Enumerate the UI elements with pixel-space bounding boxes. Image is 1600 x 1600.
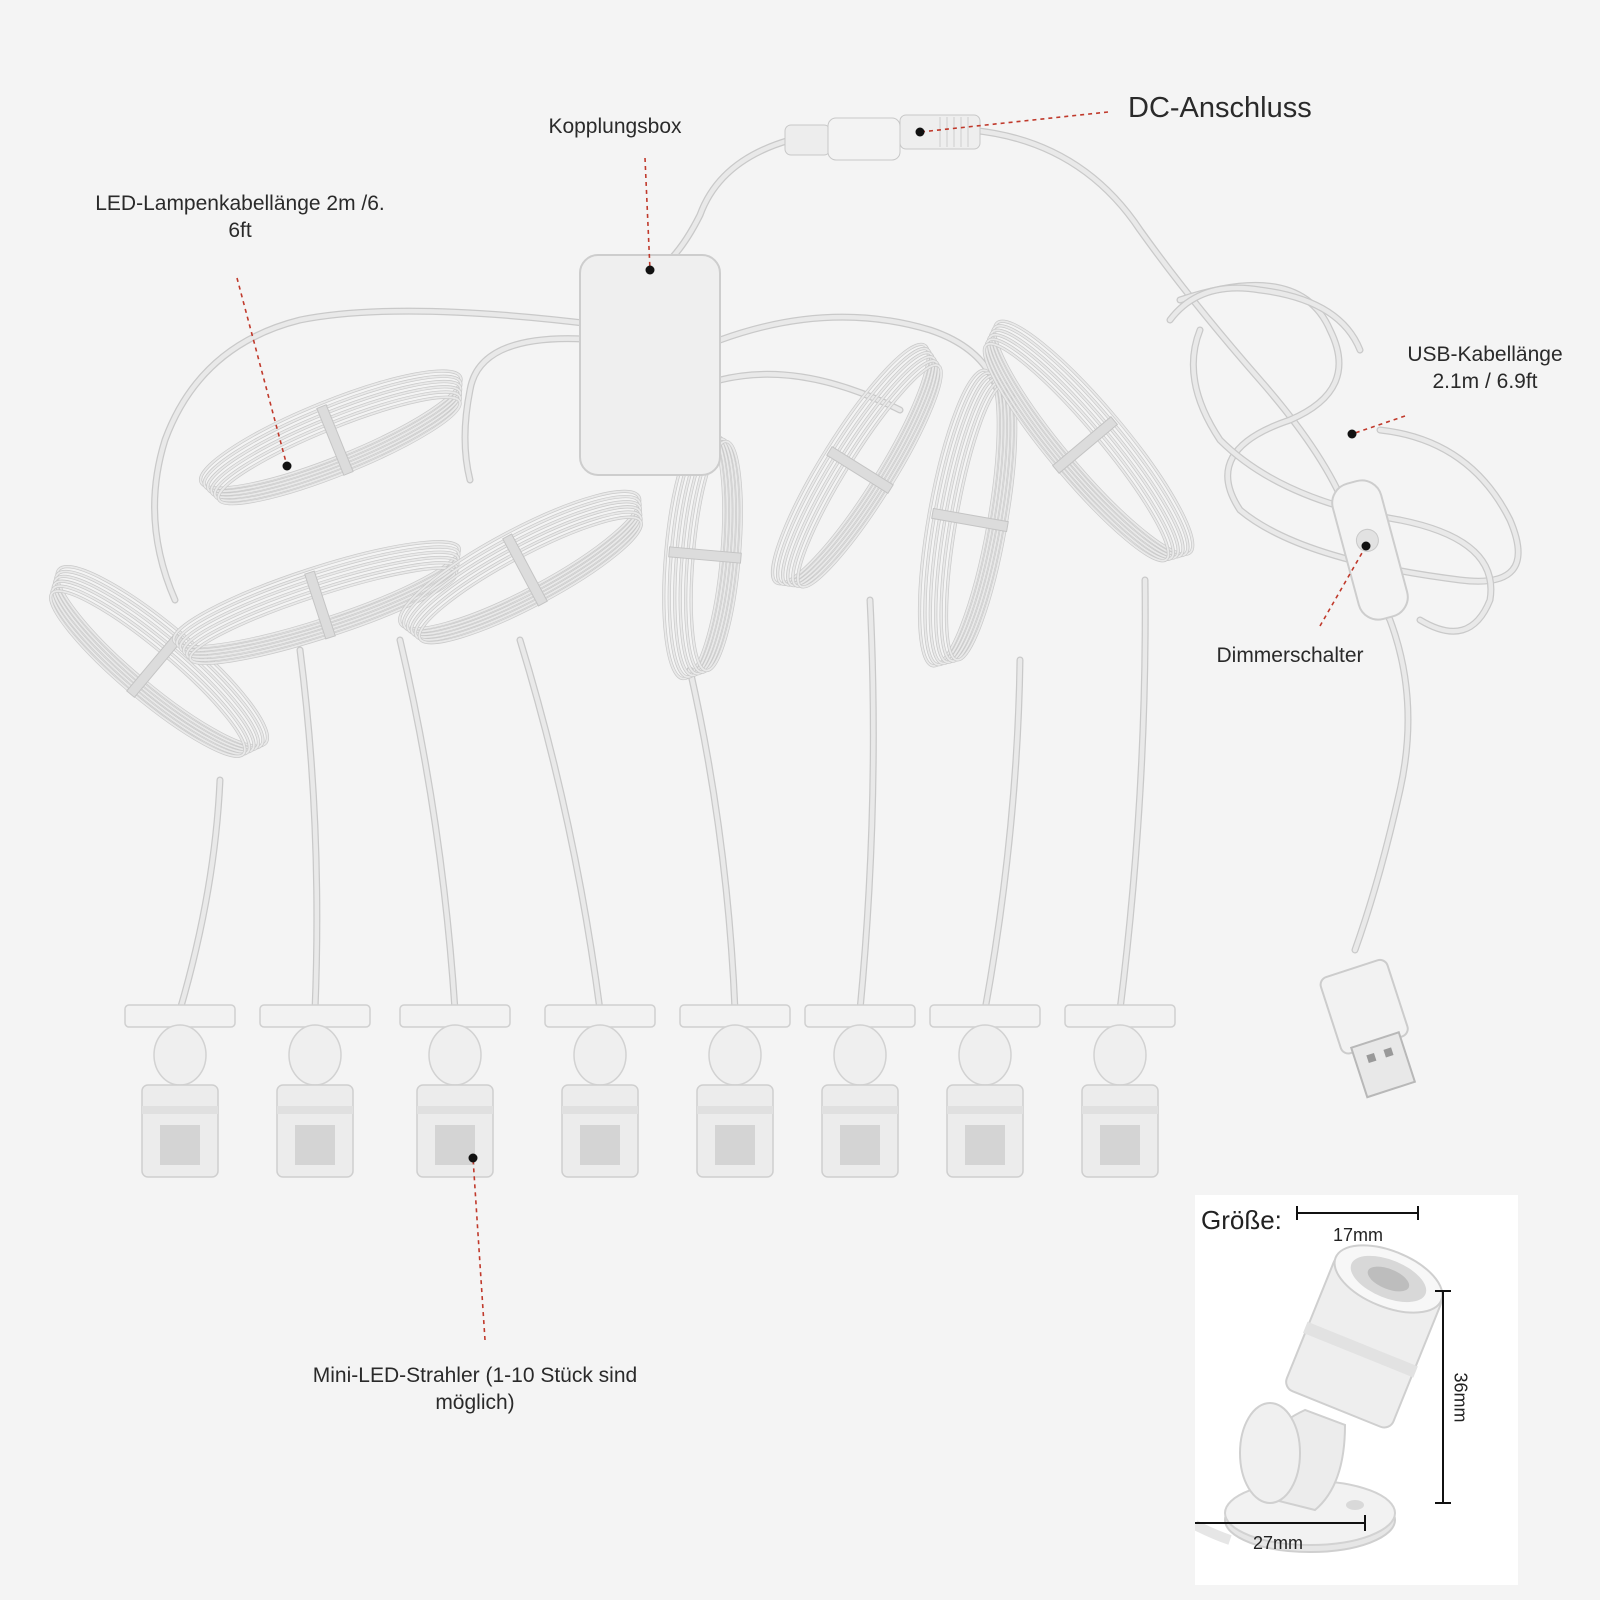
mini-led-spotlight-icon	[1195, 1244, 1444, 1553]
height-dimension: 36mm	[1450, 1372, 1471, 1423]
lamp-cable-leader	[236, 277, 288, 467]
usb-cable-length-line1: USB-Kabellänge	[1407, 343, 1563, 366]
mini-led-spotlight-6	[804, 1004, 916, 1178]
base-width-dimension: 27mm	[1253, 1533, 1304, 1553]
mini-led-spotlight-line1: Mini-LED-Strahler (1-10 Stück sind	[312, 1364, 638, 1387]
size-title: Größe:	[1201, 1205, 1282, 1235]
dc-connector-leader-dot	[915, 127, 925, 137]
spotlight-leader	[472, 1157, 486, 1341]
lamp-cable-coil-4	[398, 489, 643, 645]
dc-connector-icon	[784, 114, 981, 161]
usb-cable-length-label: USB-Kabellänge 2.1m / 6.9ft	[1385, 341, 1585, 395]
lamp-cable-4	[516, 636, 604, 1014]
dimmer-switch-label: Dimmerschalter	[1216, 644, 1364, 667]
mini-led-spotlight-label: Mini-LED-Strahler (1-10 Stück sind mögli…	[290, 1362, 660, 1416]
dimmer-switch-leader-dot	[1361, 541, 1371, 551]
mini-led-spotlight-8	[1064, 1004, 1176, 1178]
top-width-dimension: 17mm	[1333, 1225, 1384, 1245]
lamp-cable-coil-1	[198, 369, 463, 506]
mini-led-spotlight-3	[399, 1004, 511, 1178]
lamp-cable-3	[396, 636, 459, 1014]
mini-led-spotlight-5	[679, 1004, 791, 1178]
lamp-cable-length-line1: LED-Lampenkabellänge 2m /6.	[95, 192, 385, 215]
lamp-cable-leader-dot	[282, 461, 292, 471]
lamp-cable-length-label: LED-Lampenkabellänge 2m /6. 6ft	[70, 190, 410, 244]
usb-plug-icon	[1319, 958, 1417, 1099]
lamp-cable-length-line2: 6ft	[228, 219, 252, 242]
usb-cable-length-line2: 2.1m / 6.9ft	[1432, 370, 1538, 393]
spotlight-size-drawing	[1195, 1206, 1451, 1553]
lamp-cable-1	[176, 776, 224, 1014]
mini-led-spotlight-line2: möglich)	[435, 1391, 515, 1414]
usb-cable-leader	[1351, 415, 1406, 435]
lamp-cable-7	[981, 656, 1024, 1014]
coupling-box-leader	[644, 157, 651, 271]
dimmer-switch-icon	[1331, 479, 1409, 621]
lamp-cable-coil-3	[172, 540, 462, 665]
lamp-cable-coil-8	[982, 319, 1195, 563]
mini-led-spotlight-7	[929, 1004, 1041, 1178]
dc-to-box-cable	[664, 136, 794, 266]
spotlight-leader-dot	[468, 1153, 478, 1163]
lamp-cable-5	[686, 666, 739, 1014]
size-inset: Größe: 17mm 36mm 27mm	[1195, 1195, 1518, 1585]
lamp-cable-coil-2	[49, 565, 270, 758]
mini-led-spotlight-1	[124, 1004, 236, 1178]
lamp-cable-coil-6	[770, 342, 943, 589]
lamp-cable-coil-5	[662, 427, 743, 681]
mini-led-spotlight-4	[544, 1004, 656, 1178]
dc-connector-label: DC-Anschluss	[1128, 92, 1312, 124]
coupling-box-icon	[579, 254, 721, 476]
mini-led-spotlight-2	[259, 1004, 371, 1178]
coupling-box-leader-dot	[645, 265, 655, 275]
coupling-box-label: Kopplungsbox	[548, 115, 682, 138]
loop-right-1	[716, 313, 1004, 404]
usb-cable-leader-dot	[1347, 429, 1357, 439]
